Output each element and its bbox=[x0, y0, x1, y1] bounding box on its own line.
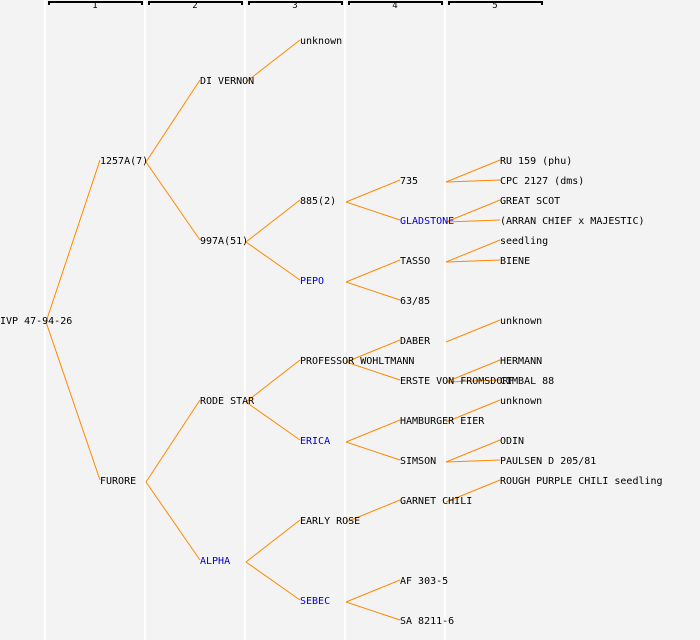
pedigree-line bbox=[445, 379, 501, 383]
pedigree-line bbox=[145, 399, 201, 483]
generation-number: 2 bbox=[192, 1, 198, 11]
ancestor-node: CPC 2127 (dms) bbox=[500, 176, 585, 187]
ancestor-node: TASSO bbox=[400, 256, 431, 267]
pedigree-line bbox=[445, 259, 501, 263]
generation-separator bbox=[344, 0, 346, 640]
pedigree-line bbox=[445, 439, 501, 463]
ancestor-node: AF 303-5 bbox=[400, 576, 449, 587]
generation-separator bbox=[144, 0, 146, 640]
pedigree-line bbox=[445, 219, 501, 223]
pedigree-line bbox=[445, 399, 501, 423]
pedigree-line bbox=[445, 479, 501, 503]
pedigree-line bbox=[445, 459, 501, 463]
ancestor-node: 885(2) bbox=[300, 196, 337, 207]
generation-bracket bbox=[48, 1, 143, 5]
generation-separator bbox=[444, 0, 446, 640]
pedigree-line bbox=[345, 419, 401, 443]
generation-number: 5 bbox=[492, 1, 498, 11]
pedigree-line bbox=[245, 241, 301, 281]
ancestor-node: GARNET CHILI bbox=[400, 496, 473, 507]
ancestor-node: GREAT SCOT bbox=[500, 196, 561, 207]
ancestor-node: seedling bbox=[500, 236, 549, 247]
pedigree-line bbox=[345, 259, 401, 283]
generation-number: 4 bbox=[392, 1, 398, 11]
ancestor-node[interactable]: SEBEC bbox=[300, 596, 331, 607]
ancestor-node: DI VERNON bbox=[200, 76, 255, 87]
ancestor-node: 1257A(7) bbox=[100, 156, 149, 167]
ancestor-node[interactable]: ALPHA bbox=[200, 556, 231, 567]
pedigree-line bbox=[345, 339, 401, 363]
pedigree-line bbox=[245, 199, 301, 243]
pedigree-line bbox=[245, 359, 301, 403]
ancestor-node: BIENE bbox=[500, 256, 531, 267]
ancestor-node: ERSTE VON FROMSDORF bbox=[400, 376, 515, 387]
ancestor-node: unknown bbox=[500, 316, 543, 327]
ancestor-node: (ARRAN CHIEF x MAJESTIC) bbox=[500, 216, 645, 227]
pedigree-line bbox=[45, 159, 101, 323]
generation-separator bbox=[244, 0, 246, 640]
pedigree-line bbox=[445, 239, 501, 263]
pedigree-line bbox=[445, 159, 501, 183]
pedigree-line bbox=[245, 39, 301, 83]
ancestor-node: 735 bbox=[400, 176, 419, 187]
pedigree-line bbox=[345, 601, 401, 621]
pedigree-line bbox=[345, 499, 401, 523]
pedigree-line bbox=[445, 179, 501, 183]
pedigree-line bbox=[245, 561, 301, 601]
pedigree-line bbox=[345, 579, 401, 603]
ancestor-node: SIMSON bbox=[400, 456, 437, 467]
ancestor-node: unknown bbox=[300, 36, 343, 47]
generation-bracket bbox=[148, 1, 243, 5]
ancestor-node: ROUGH PURPLE CHILI seedling bbox=[500, 476, 663, 487]
pedigree-line bbox=[145, 79, 201, 163]
pedigree-line bbox=[245, 401, 301, 441]
pedigree-line bbox=[145, 481, 201, 561]
pedigree-line bbox=[345, 361, 401, 381]
generation-bracket bbox=[248, 1, 343, 5]
pedigree-line bbox=[345, 441, 401, 461]
ancestor-node: EARLY ROSE bbox=[300, 516, 361, 527]
ancestor-node: FURORE bbox=[100, 476, 137, 487]
ancestor-node: DABER bbox=[400, 336, 431, 347]
pedigree-line bbox=[445, 359, 501, 383]
generation-bracket bbox=[448, 1, 543, 5]
ancestor-node: ODIN bbox=[500, 436, 525, 447]
ancestor-node: RODE STAR bbox=[200, 396, 255, 407]
root-variety: IVP 47-94-26 bbox=[0, 316, 73, 327]
ancestor-node: SA 8211-6 bbox=[400, 616, 455, 627]
pedigree-line bbox=[245, 519, 301, 563]
ancestor-node: PROFESSOR WOHLTMANN bbox=[300, 356, 415, 367]
pedigree-line bbox=[345, 281, 401, 301]
ancestor-node: RU 159 (phu) bbox=[500, 156, 573, 167]
generation-number: 1 bbox=[92, 1, 98, 11]
pedigree-line bbox=[145, 161, 201, 241]
pedigree-line bbox=[445, 319, 501, 343]
pedigree-line bbox=[345, 201, 401, 221]
ancestor-node: unknown bbox=[500, 396, 543, 407]
pedigree-line bbox=[445, 199, 501, 223]
ancestor-node: HERMANN bbox=[500, 356, 543, 367]
ancestor-node: 997A(51) bbox=[200, 236, 249, 247]
pedigree-line bbox=[45, 321, 101, 481]
ancestor-node: HAMBURGER EIER bbox=[400, 416, 485, 427]
ancestor-node: 63/85 bbox=[400, 296, 431, 307]
ancestor-node: CIMBAL 88 bbox=[500, 376, 555, 387]
generation-number: 3 bbox=[292, 1, 298, 11]
ancestor-node[interactable]: GLADSTONE bbox=[400, 216, 455, 227]
ancestor-node[interactable]: PEPO bbox=[300, 276, 325, 287]
generation-bracket bbox=[348, 1, 443, 5]
ancestor-node[interactable]: ERICA bbox=[300, 436, 331, 447]
pedigree-line bbox=[345, 179, 401, 203]
generation-separator bbox=[44, 0, 46, 640]
ancestor-node: PAULSEN D 205/81 bbox=[500, 456, 597, 467]
